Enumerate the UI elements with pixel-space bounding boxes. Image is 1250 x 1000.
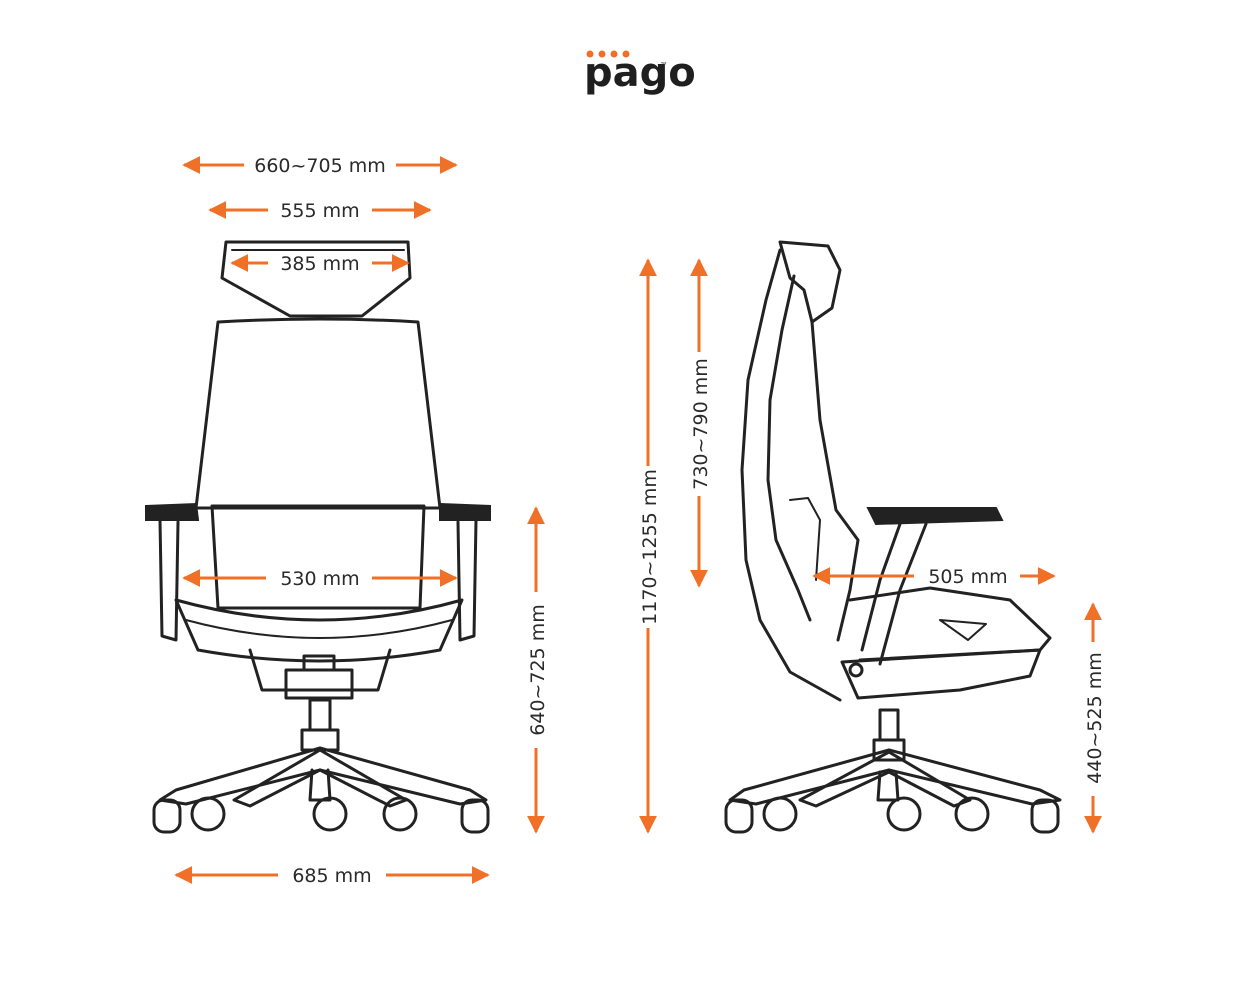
label-seat-height: 440~525 mm: [1084, 652, 1106, 784]
side-view-chair: [724, 240, 1062, 834]
label-back-height: 730~790 mm: [690, 358, 712, 490]
label-headrest-width: 385 mm: [280, 253, 359, 275]
label-back-width: 555 mm: [280, 200, 359, 222]
dim-front-base-width: 685 mm: [174, 865, 490, 887]
dim-side-seat-height: 440~525 mm: [1084, 602, 1106, 834]
label-seat-width: 530 mm: [280, 568, 359, 590]
label-arm-height: 640~725 mm: [527, 604, 549, 736]
side-casters: [724, 796, 1060, 834]
dim-front-overall-width: 660~705 mm: [182, 155, 458, 177]
dim-front-headrest-width: 385 mm: [230, 253, 410, 275]
dim-side-seat-depth: 505 mm: [812, 566, 1056, 588]
dim-front-back-width: 555 mm: [208, 200, 432, 222]
label-overall-width: 660~705 mm: [254, 155, 386, 177]
front-view-chair: [145, 240, 491, 834]
logo-trademark: ™: [660, 61, 668, 70]
label-seat-depth: 505 mm: [928, 566, 1007, 588]
pago-logo: pago ™: [584, 50, 696, 96]
dim-side-total-height: 1170~1255 mm: [639, 258, 661, 834]
front-casters: [152, 796, 490, 834]
label-total-height: 1170~1255 mm: [639, 469, 661, 625]
dim-front-seat-width: 530 mm: [182, 568, 458, 590]
dim-front-arm-height: 640~725 mm: [527, 506, 549, 834]
dim-side-back-height: 730~790 mm: [690, 258, 712, 588]
label-base-width: 685 mm: [292, 865, 371, 887]
logo-wordmark: pago: [584, 50, 696, 96]
